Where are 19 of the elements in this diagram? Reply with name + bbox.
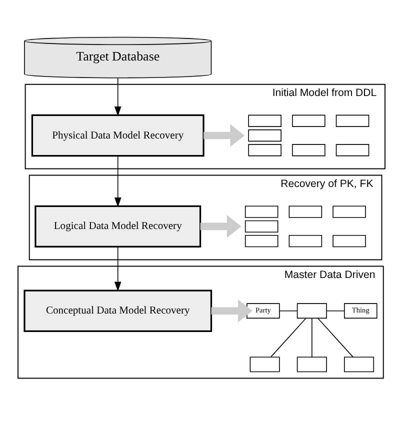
arrow [114, 77, 122, 116]
node-box [296, 302, 327, 318]
node-box: Conceptual Data Model Recovery [24, 289, 212, 332]
node-box: Physical Data Model Recovery [31, 114, 204, 156]
node-box [344, 356, 374, 372]
arrow [211, 299, 252, 322]
node-box: Logical Data Model Recovery [34, 204, 202, 248]
node-box: Party [246, 302, 280, 318]
arrow [204, 124, 245, 146]
arrow [114, 246, 122, 292]
connector [279, 310, 298, 311]
connector [317, 317, 354, 357]
arrow [114, 155, 122, 207]
connector [270, 317, 306, 357]
connector [326, 310, 345, 311]
node-box [250, 356, 280, 372]
node-box [296, 356, 327, 372]
arrow [200, 214, 242, 238]
node-box: Thing [344, 302, 378, 318]
